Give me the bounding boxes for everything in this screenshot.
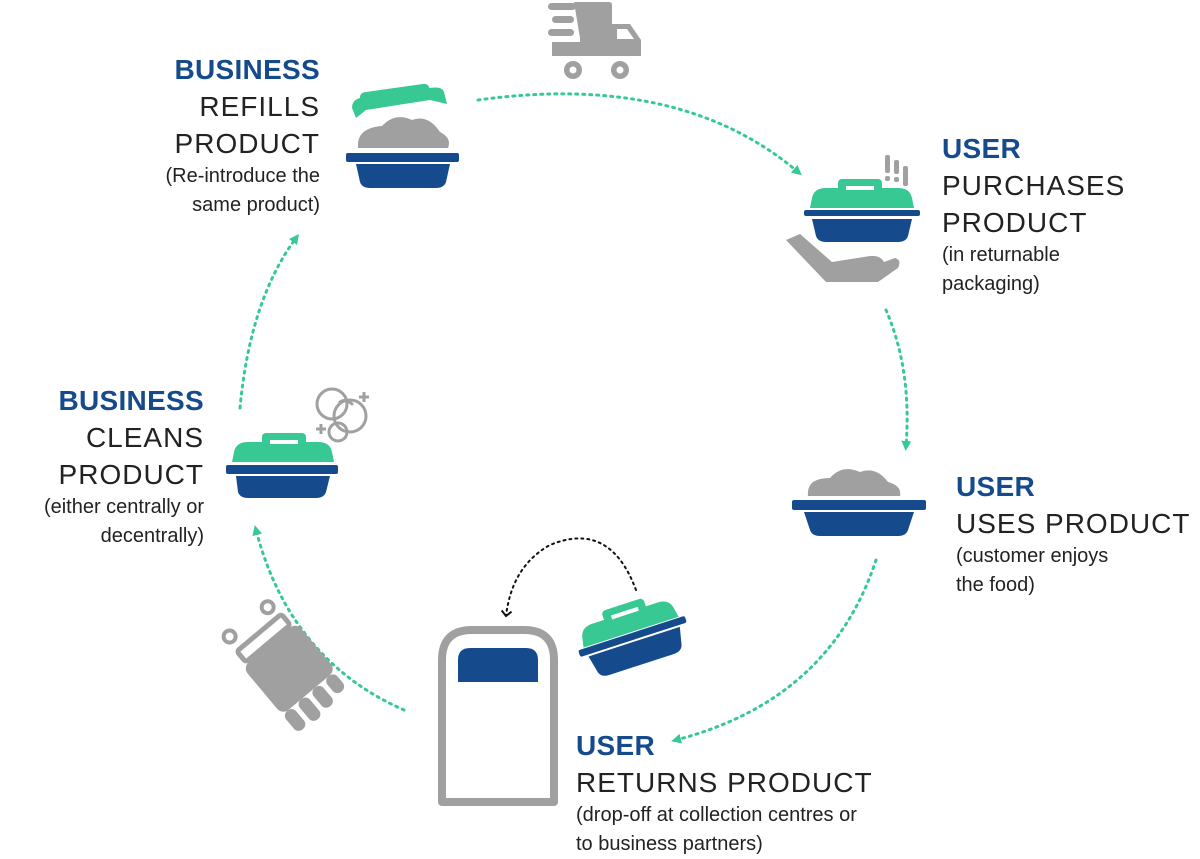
- action-line: CLEANS: [85, 422, 204, 453]
- dishwashing-bubbles-icon: [315, 387, 369, 443]
- hand-holding-icon: [786, 155, 908, 282]
- note-line: same product): [192, 194, 320, 216]
- action-line: REFILLS: [199, 91, 320, 122]
- actor-user: USER: [576, 730, 655, 761]
- action-line: PRODUCT: [58, 459, 204, 490]
- actor-business: BUSINESS: [58, 385, 204, 416]
- glove-icon: [221, 599, 345, 731]
- note-line: decentrally): [100, 525, 204, 547]
- food-container-icon-use: [792, 469, 926, 536]
- actor-business: BUSINESS: [174, 54, 320, 85]
- food-container-icon-refill: [346, 83, 459, 188]
- arrow-purchase-to-use: [884, 308, 912, 451]
- arrow-use-to-return: [671, 558, 878, 744]
- food-container-icon-return: [578, 598, 687, 676]
- label-user-purchases: USER PURCHASES PRODUCT (in returnable pa…: [942, 131, 1192, 299]
- note-line: (customer enjoys: [956, 545, 1109, 567]
- action-line: USES PRODUCT: [956, 508, 1191, 539]
- note-line: (in returnable: [942, 244, 1060, 266]
- label-business-cleans: BUSINESS CLEANS PRODUCT (either centrall…: [0, 383, 204, 551]
- food-container-icon-purchase: [804, 179, 920, 242]
- arrow-clean-to-refill: [238, 233, 299, 410]
- label-user-returns: USER RETURNS PRODUCT (drop-off at collec…: [576, 728, 956, 859]
- action-line: PURCHASES: [942, 170, 1126, 201]
- action-line: PRODUCT: [942, 207, 1088, 238]
- collection-bin-icon: [438, 626, 558, 806]
- note-line: (Re-introduce the: [165, 165, 320, 187]
- actor-user: USER: [956, 471, 1035, 502]
- actor-user: USER: [942, 133, 1021, 164]
- label-user-uses: USER USES PRODUCT (customer enjoys the f…: [956, 469, 1200, 600]
- note-line: the food): [956, 574, 1035, 596]
- arrow-into-bin: [500, 537, 637, 618]
- note-line: (drop-off at collection centres or: [576, 804, 857, 826]
- note-line: (either centrally or: [43, 496, 204, 518]
- food-container-icon-clean: [226, 433, 338, 498]
- label-business-refills: BUSINESS REFILLS PRODUCT (Re-introduce t…: [40, 52, 320, 220]
- arrow-refill-to-purchase: [476, 92, 802, 176]
- delivery-truck-icon: [548, 2, 641, 79]
- action-line: RETURNS PRODUCT: [576, 767, 873, 798]
- note-line: to business partners): [576, 833, 763, 855]
- note-line: packaging): [942, 273, 1040, 295]
- action-line: PRODUCT: [174, 128, 320, 159]
